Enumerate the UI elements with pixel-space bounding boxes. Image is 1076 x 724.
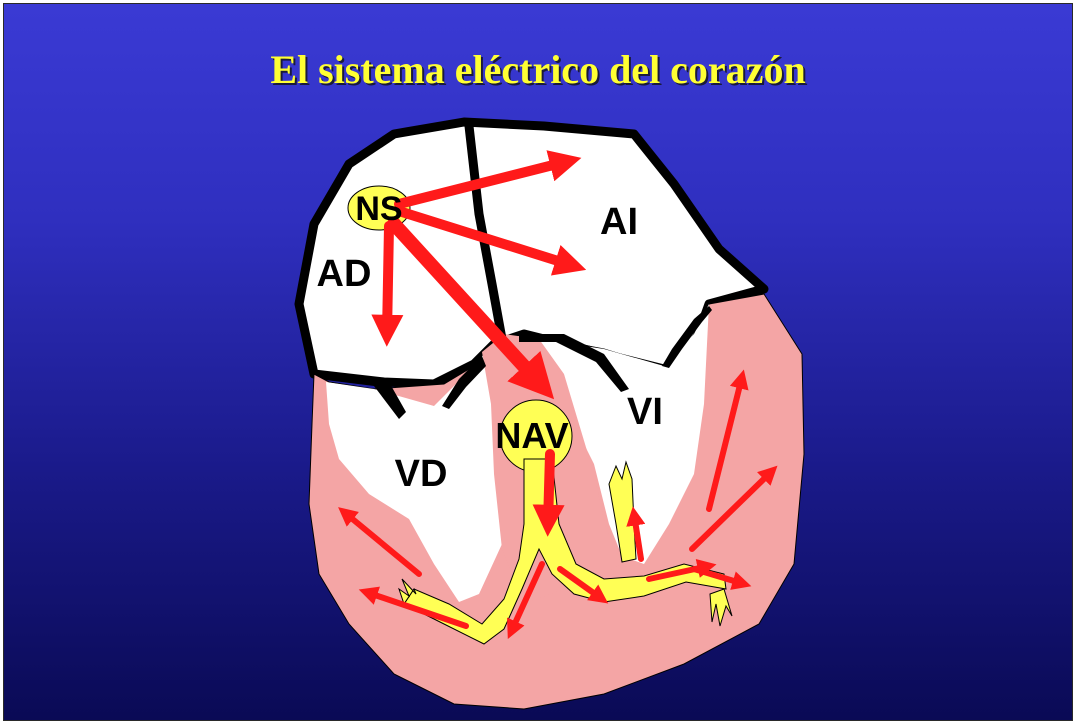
right-ventricle-cavity [326, 352, 502, 602]
label-vd: VD [395, 453, 448, 495]
arrow-lv-mid [646, 559, 717, 582]
heart-conduction-diagram: NS AI AD NAV VI VD [294, 117, 805, 710]
label-ad: AD [317, 253, 372, 295]
slide-title: El sistema eléctrico del corazón [270, 47, 806, 92]
label-vi: VI [627, 391, 663, 433]
arrow-ns-to-ai-lower [397, 207, 587, 276]
arrow-ns-to-ai-upper [394, 150, 582, 209]
arrow-lv-purkinje-up [626, 506, 646, 562]
tricuspid-valve-right [442, 356, 486, 409]
arrow-rv-upper-left [338, 507, 422, 577]
arrow-lv-wall-up-2 [689, 465, 778, 552]
propagation-arrows [338, 150, 778, 639]
left-ventricle-cavity [539, 304, 709, 564]
arrow-lv-wall-up-1 [706, 369, 749, 512]
arrow-left-branch-right [557, 566, 609, 604]
arrow-ns-to-ad [371, 221, 404, 347]
interatrial-septum [464, 121, 507, 344]
label-nav: NAV [495, 415, 568, 456]
arrow-his-down [532, 449, 565, 537]
tricuspid-valve-left [326, 372, 406, 419]
arrow-right-branch-down [507, 561, 545, 639]
arrow-rv-lower-left [358, 586, 469, 629]
arrow-ns-to-nav [387, 217, 555, 400]
mitral-valve-right [662, 306, 712, 368]
label-ns: NS [355, 190, 402, 228]
label-ai: AI [600, 201, 638, 243]
slide: El sistema eléctrico del corazón [3, 3, 1073, 721]
mitral-valve-left [519, 334, 629, 392]
